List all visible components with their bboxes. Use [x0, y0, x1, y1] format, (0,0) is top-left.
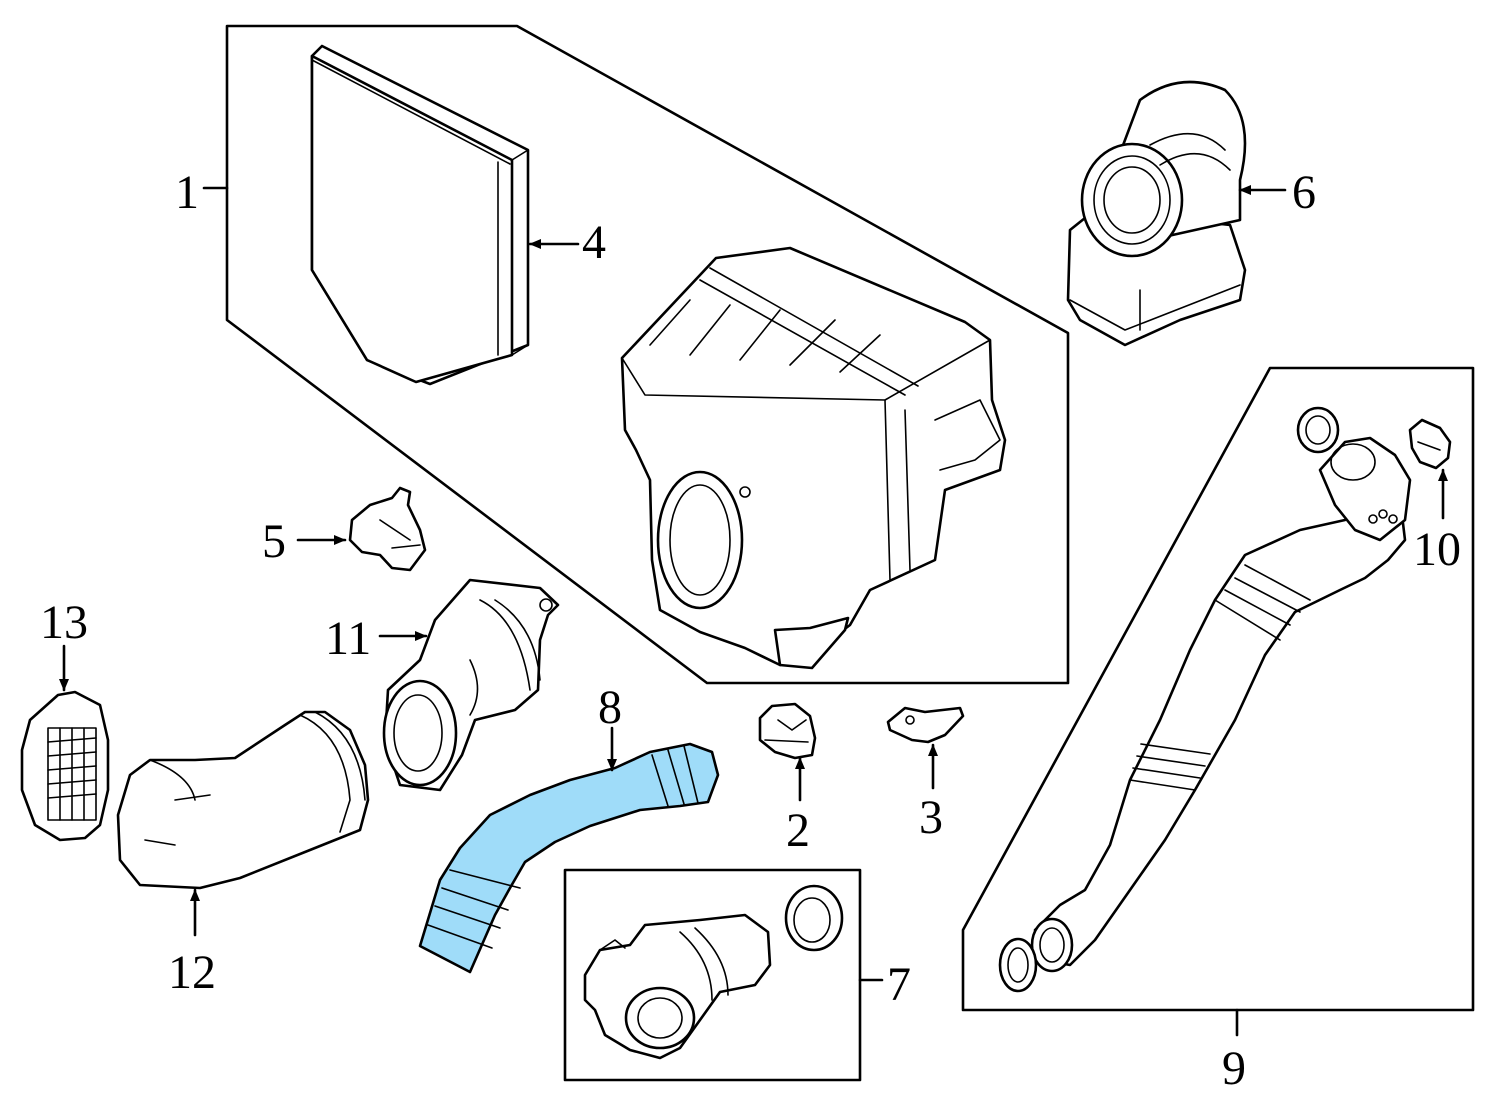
callout-10: 10: [1413, 523, 1461, 576]
callout-13: 13: [40, 596, 88, 649]
assembly-frame-9: [961, 366, 1475, 1012]
air-hose-part[interactable]: [418, 742, 720, 974]
callout-5: 5: [262, 515, 286, 568]
callout-9: 9: [1222, 1042, 1246, 1095]
inlet-duct-part[interactable]: [1066, 80, 1247, 347]
clip-part-3[interactable]: [886, 706, 965, 744]
intake-tube-part[interactable]: [998, 406, 1412, 993]
intake-duct-part[interactable]: [116, 710, 370, 890]
bracket-part-2[interactable]: [758, 702, 817, 760]
sensor-part-5[interactable]: [348, 486, 427, 572]
assembly-frame-1: [225, 24, 1070, 685]
air-cleaner-housing-part[interactable]: [620, 246, 1007, 670]
callout-8: 8: [598, 681, 622, 734]
mesh-screen-part[interactable]: [20, 690, 110, 842]
callout-2: 2: [786, 804, 810, 857]
assembly-frame-7: [563, 868, 862, 1082]
resonator-elbow-part[interactable]: [382, 578, 560, 792]
callout-4: 4: [582, 216, 606, 269]
callout-6: 6: [1292, 166, 1316, 219]
sensor-part-10[interactable]: [1408, 418, 1452, 470]
callout-1: 1: [175, 166, 199, 219]
air-filter-part[interactable]: [310, 44, 530, 386]
callout-7: 7: [887, 958, 911, 1011]
callout-12: 12: [168, 946, 216, 999]
callout-11: 11: [325, 612, 371, 665]
throttle-duct-part[interactable]: [583, 884, 844, 1060]
callout-3: 3: [919, 791, 943, 844]
